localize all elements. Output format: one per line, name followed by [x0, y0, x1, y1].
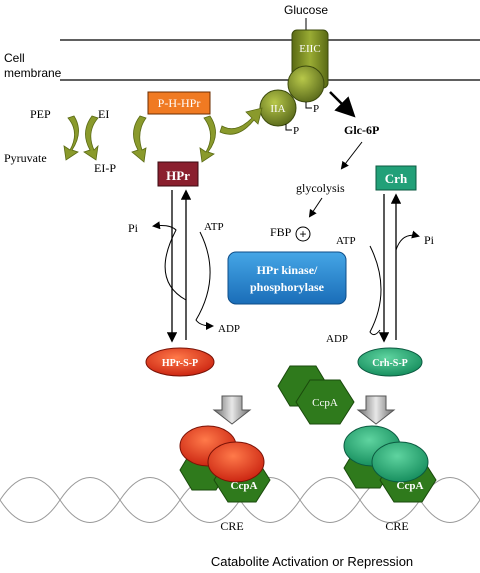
eiib-ball	[287, 65, 325, 103]
crhsp-ellipse	[357, 347, 423, 377]
ccpa-hexagon-front	[295, 379, 355, 425]
membrane-label: membrane	[4, 66, 62, 80]
crhsp-label: Crh-S-P	[372, 358, 408, 369]
pi-left-curve	[152, 221, 187, 301]
fbp-label: FBP	[270, 225, 292, 239]
arrow-glc6p-to-glycolysis	[340, 141, 363, 170]
arrow-glycolysis-to-fbp	[308, 197, 323, 218]
hprsp-label: HPr-S-P	[162, 358, 198, 369]
iia-ball	[259, 89, 297, 127]
kinase-label-line1: HPr kinase/	[257, 263, 318, 277]
atp-right-label: ATP	[336, 235, 356, 247]
ccpa-right-label: CcpA	[397, 480, 424, 492]
crh-label: Crh	[385, 171, 408, 186]
eiic-label: EIIC	[299, 43, 320, 55]
p-label-2: P	[293, 125, 299, 137]
phhpr-box	[147, 91, 211, 115]
phhpr-label: P-H-HPr	[158, 96, 201, 110]
adp-right-label: ADP	[326, 333, 348, 345]
kinase-label-line2: phosphorylase	[250, 280, 325, 294]
phhpr-to-iia-arrow	[219, 107, 263, 135]
pi-left-label: Pi	[128, 221, 139, 235]
pep-label: PEP	[30, 107, 51, 121]
hpr-box	[157, 161, 199, 187]
iia-label: IIA	[270, 103, 285, 115]
pyruvate-label: Pyruvate	[4, 151, 47, 165]
phospho-tick-2	[285, 124, 292, 131]
atp-left-label: ATP	[204, 221, 224, 233]
pep-cycle-arrows	[63, 115, 99, 161]
cre-left-label: CRE	[220, 519, 243, 533]
ei-label: EI	[98, 107, 109, 121]
p-label-1: P	[313, 103, 319, 115]
arrow-to-glc6p	[329, 91, 356, 118]
glycolysis-label: glycolysis	[296, 181, 345, 195]
left-complex-red-ellipse-2	[207, 441, 265, 483]
crh-box	[375, 165, 417, 191]
down-arrow-right	[356, 395, 396, 425]
fbp-plus-circle	[295, 226, 311, 242]
adp-left-label: ADP	[218, 323, 240, 335]
pi-right-label: Pi	[424, 233, 435, 247]
fbp-plus-sign: +	[299, 227, 306, 241]
atp-right-curve	[369, 245, 382, 336]
eip-label: EI-P	[94, 161, 116, 175]
glucose-label: Glucose	[284, 3, 328, 17]
ccpa-left-label: CcpA	[231, 480, 258, 492]
hprsp-ellipse	[145, 347, 215, 377]
hpr-label: HPr	[166, 168, 190, 183]
caption: Catabolite Activation or Repression	[211, 554, 413, 569]
pi-right-curve	[395, 230, 420, 251]
glc6p-label: Glc-6P	[344, 123, 379, 137]
ccpa-center-label: CcpA	[312, 397, 338, 409]
cre-right-label: CRE	[385, 519, 408, 533]
hpr-kinase-box	[227, 251, 347, 305]
down-arrow-left	[212, 395, 252, 425]
cell-label: Cell	[4, 51, 25, 65]
atp-left-curve	[195, 231, 214, 330]
right-complex-teal-ellipse-2	[371, 441, 429, 483]
hpr-cycle-arrows	[131, 115, 216, 163]
phospho-tick-1	[305, 102, 312, 109]
